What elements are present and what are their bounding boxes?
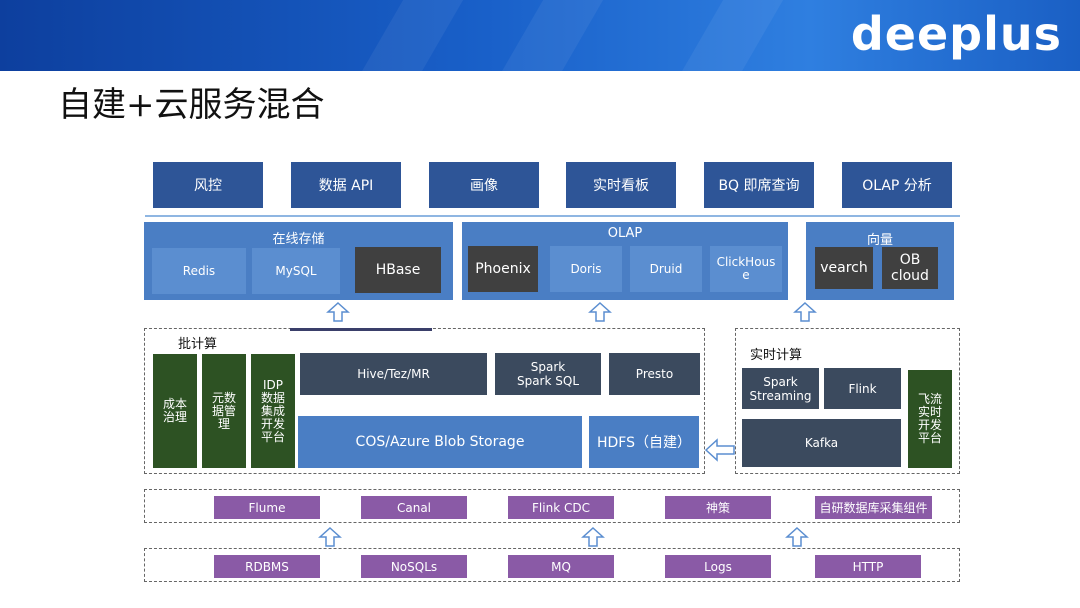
- ob-cloud-box: OB cloud: [882, 247, 938, 289]
- vector-label: 向量: [866, 233, 893, 248]
- cost-governance-box: 成本治理: [153, 354, 197, 468]
- flink-cdc-box: Flink CDC: [508, 496, 614, 519]
- flink-box: Flink: [824, 368, 901, 409]
- druid-box: Druid: [630, 246, 702, 292]
- feiliu-platform-box: 飞流实时开发平台: [908, 370, 952, 468]
- top-box-data-api: 数据 API: [291, 162, 401, 208]
- hbase-box: HBase: [355, 247, 441, 293]
- canal-box: Canal: [361, 496, 467, 519]
- page-title: 自建+云服务混合: [58, 85, 325, 125]
- sources-section: [144, 548, 960, 582]
- logs-box: Logs: [665, 555, 771, 578]
- spark-sql-box: Spark Spark SQL: [495, 353, 601, 395]
- presto-box: Presto: [609, 353, 700, 395]
- realtime-compute-section: [735, 328, 960, 474]
- http-box: HTTP: [815, 555, 921, 578]
- hive-tez-mr-box: Hive/Tez/MR: [300, 353, 487, 395]
- up-arrow-icon: [588, 301, 612, 322]
- header-banner: deeplus: [0, 0, 1080, 71]
- spark-streaming-box: Spark Streaming: [742, 368, 819, 409]
- kafka-box: Kafka: [742, 419, 901, 467]
- up-arrow-icon: [581, 526, 605, 547]
- realtime-compute-label: 实时计算: [750, 348, 803, 363]
- online-storage-label: 在线存储: [272, 232, 325, 247]
- cos-azure-storage-box: COS/Azure Blob Storage: [298, 416, 582, 468]
- metadata-management-box: 元数据管理: [202, 354, 246, 468]
- nosqls-box: NoSQLs: [361, 555, 467, 578]
- hdfs-box: HDFS（自建）: [589, 416, 699, 468]
- shence-box: 神策: [665, 496, 771, 519]
- flume-box: Flume: [214, 496, 320, 519]
- mysql-box: MySQL: [252, 248, 340, 294]
- left-arrow-icon: [704, 438, 735, 462]
- up-arrow-icon: [318, 526, 342, 547]
- olap-label: OLAP: [607, 226, 643, 241]
- online-storage-panel: 在线存储 Redis MySQL HBase: [144, 222, 453, 300]
- top-box-risk: 风控: [153, 162, 263, 208]
- vector-panel: 向量 vearch OB cloud: [806, 222, 954, 300]
- olap-panel: OLAP Phoenix Doris Druid ClickHouse: [462, 222, 788, 300]
- top-box-profile: 画像: [429, 162, 539, 208]
- top-box-olap-analysis: OLAP 分析: [842, 162, 952, 208]
- up-arrow-icon: [326, 301, 350, 322]
- divider-line: [145, 215, 960, 217]
- rdbms-box: RDBMS: [214, 555, 320, 578]
- phoenix-box: Phoenix: [468, 246, 538, 292]
- deeplus-logo: deeplus: [850, 7, 1062, 61]
- doris-box: Doris: [550, 246, 622, 292]
- custom-db-collector-box: 自研数据库采集组件: [815, 496, 932, 519]
- clickhouse-box: ClickHouse: [710, 246, 782, 292]
- mq-box: MQ: [508, 555, 614, 578]
- up-arrow-icon: [785, 526, 809, 547]
- redis-box: Redis: [152, 248, 246, 294]
- top-box-realtime-board: 实时看板: [566, 162, 676, 208]
- up-arrow-icon: [793, 301, 817, 322]
- top-box-bq-query: BQ 即席查询: [704, 162, 814, 208]
- batch-compute-label: 批计算: [178, 337, 218, 352]
- batch-header-bar: [290, 328, 432, 331]
- vearch-box: vearch: [815, 247, 873, 289]
- collectors-section: [144, 489, 960, 523]
- idp-platform-box: IDP数据集成开发平台: [251, 354, 295, 468]
